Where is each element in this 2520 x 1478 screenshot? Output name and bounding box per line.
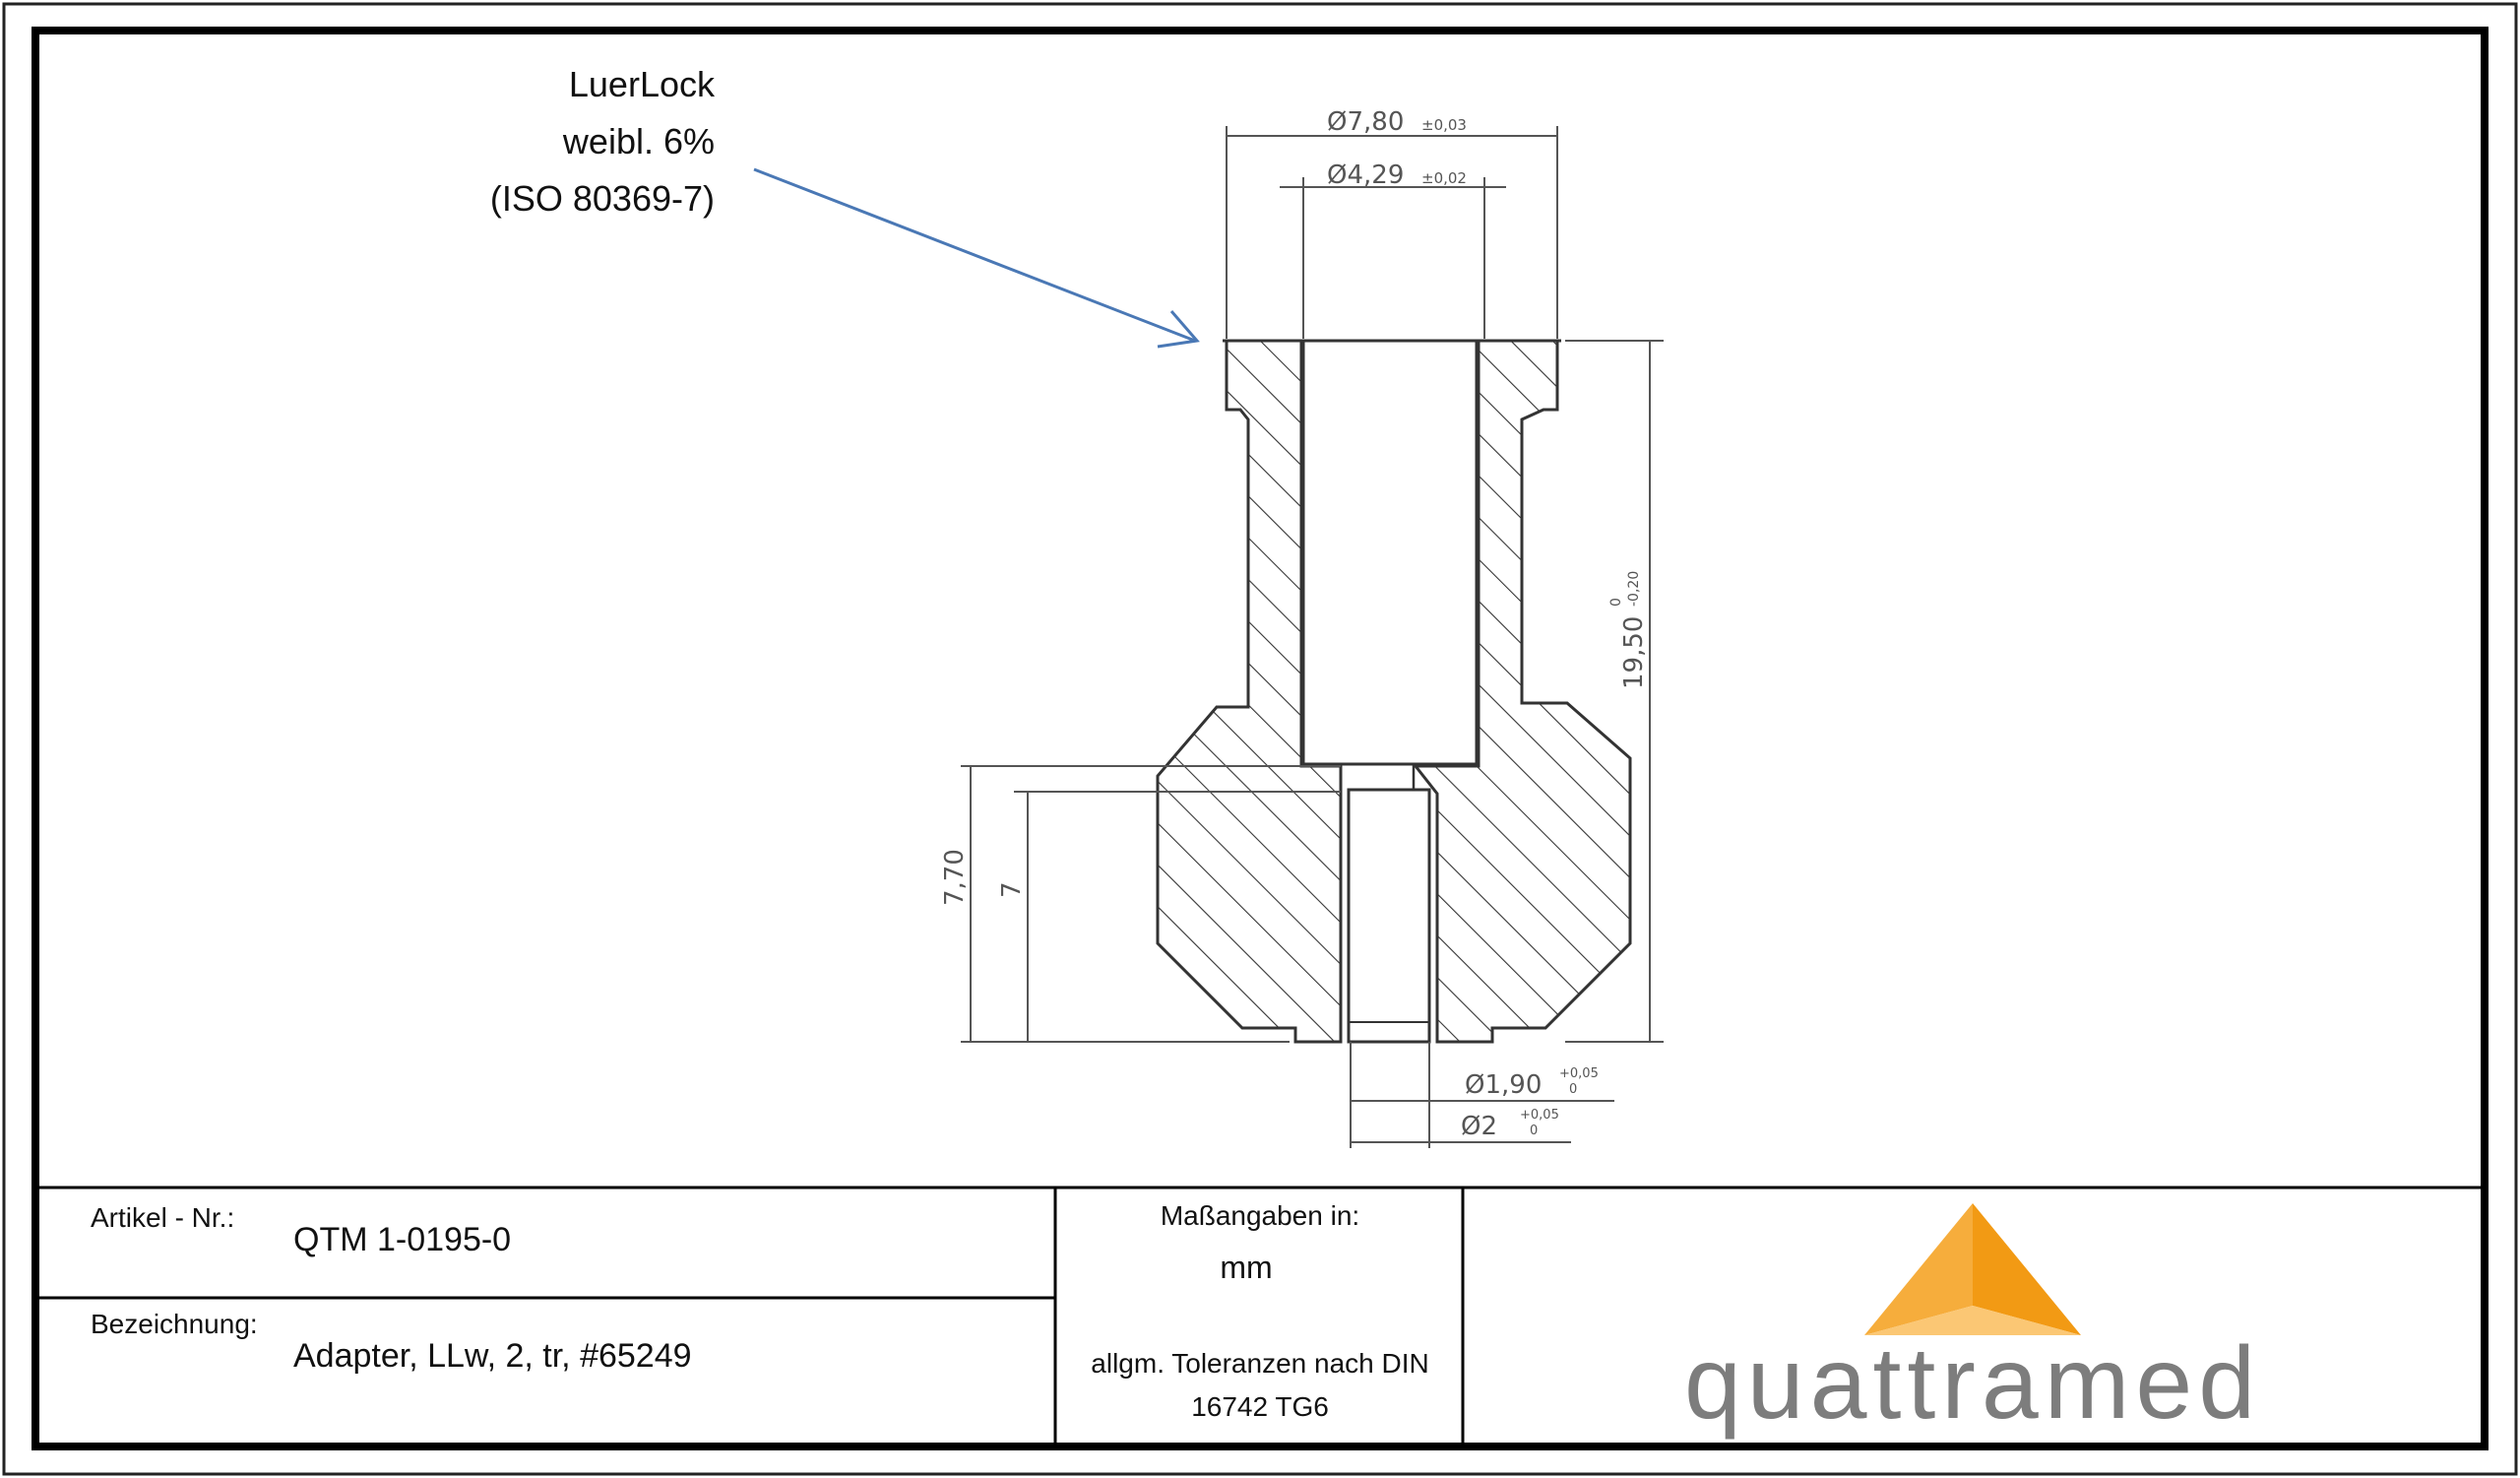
tolerance-line-1: allgm. Toleranzen nach DIN — [1091, 1348, 1428, 1379]
dim-bore-2: Ø2 — [1461, 1112, 1497, 1141]
upper-bore — [1301, 339, 1479, 766]
dim-inner-diameter: Ø4,29 — [1327, 161, 1404, 190]
inner-border — [32, 27, 2488, 1450]
dim-outer-tolerance: ±0,03 — [1421, 116, 1467, 134]
dimension-lines — [961, 126, 1664, 1148]
dim-outer-diameter: Ø7,80 — [1327, 107, 1404, 137]
units-value: mm — [1220, 1250, 1272, 1285]
callout-line-2: weibl. 6% — [562, 121, 715, 161]
designation-value: Adapter, LLw, 2, tr, #65249 — [293, 1337, 692, 1375]
dim-length: 19,50 — [1619, 616, 1649, 689]
part-cross-section — [1156, 339, 1632, 1044]
callout-arrow-line — [753, 167, 1196, 343]
units-label: Maßangaben in: — [1161, 1200, 1359, 1231]
dim-length-tol-lower: -0,20 — [1626, 571, 1642, 607]
article-label: Artikel - Nr.: — [91, 1202, 234, 1233]
callout-line-1: LuerLock — [569, 64, 716, 104]
title-block-grid — [35, 1186, 2485, 1446]
logo-pyramid-base — [1864, 1306, 2081, 1335]
dim-length-tol-upper: 0 — [1608, 598, 1624, 607]
callout-line-3: (ISO 80369-7) — [490, 178, 715, 219]
logo-pyramid-left — [1864, 1203, 1973, 1335]
callout-arrow-head-icon — [1157, 310, 1200, 349]
dim-bore-2-tol-upper: +0,05 — [1520, 1108, 1559, 1123]
lower-bore — [1347, 788, 1431, 1044]
logo-pyramid-right — [1973, 1203, 2081, 1335]
dim-bore-1-tol-upper: +0,05 — [1559, 1066, 1599, 1081]
dim-height-b: 7 — [997, 881, 1027, 898]
article-value: QTM 1-0195-0 — [293, 1221, 511, 1258]
tolerance-line-2: 16742 TG6 — [1191, 1391, 1329, 1422]
section-right — [1412, 339, 1632, 1044]
quattramed-logo: quattramed — [1684, 1203, 2261, 1441]
dim-inner-tolerance: ±0,02 — [1421, 169, 1467, 187]
logo-text: quattramed — [1684, 1326, 2261, 1441]
dim-bore-1-tol-lower: 0 — [1569, 1082, 1577, 1097]
dim-bore-1: Ø1,90 — [1465, 1070, 1542, 1100]
luerlock-callout: LuerLock weibl. 6% (ISO 80369-7) — [490, 64, 1200, 349]
dim-bore-2-tol-lower: 0 — [1530, 1124, 1538, 1138]
title-block-text: Artikel - Nr.: QTM 1-0195-0 Bezeichnung:… — [91, 1200, 1429, 1422]
designation-label: Bezeichnung: — [91, 1309, 258, 1339]
dimension-texts: Ø7,80 ±0,03 Ø4,29 ±0,02 19,50 0 -0,20 7,… — [940, 107, 1649, 1141]
dim-height-a: 7,70 — [940, 849, 970, 906]
